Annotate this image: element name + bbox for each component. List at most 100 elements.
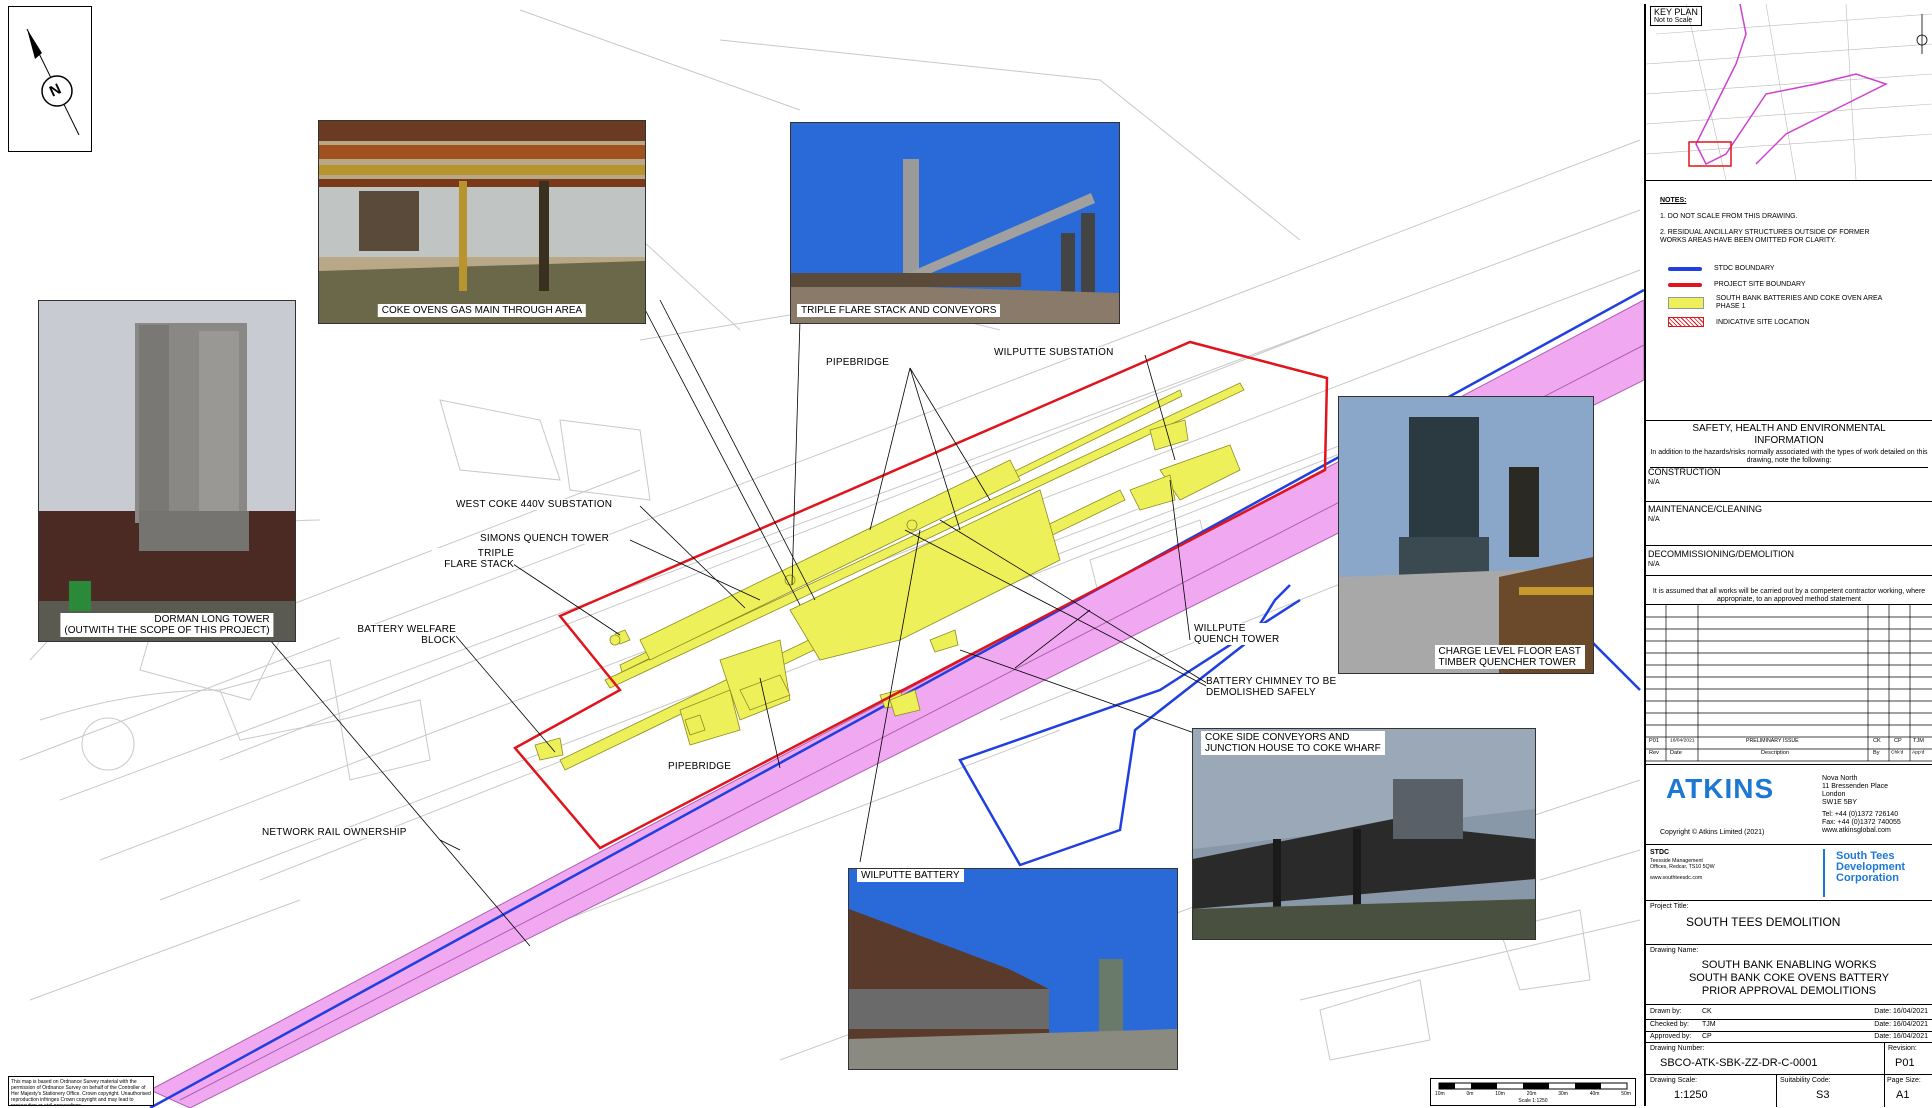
- rev-row-desc: PRELIMINARY ISSUE: [1746, 738, 1799, 744]
- rev-hdr-rev: Rev: [1649, 750, 1659, 756]
- callout-pipebridge-bottom: PIPEBRIDGE: [668, 761, 732, 772]
- photo-charge-caption-line1: CHARGE LEVEL FLOOR EAST: [1438, 646, 1581, 657]
- key-plan-title: KEY PLAN: [1654, 7, 1698, 17]
- drawing-scale-label: Drawing Scale:: [1650, 1077, 1698, 1084]
- drawn-by-value: CK: [1702, 1008, 1712, 1015]
- drawing-number-label: Drawing Number:: [1650, 1045, 1705, 1052]
- drawing-name-line1: SOUTH BANK ENABLING WORKS: [1701, 959, 1877, 971]
- legend-phase1-area: SOUTH BANK BATTERIES AND COKE OVEN AREA …: [1668, 295, 1928, 311]
- callout-battery-welfare-block: BATTERY WELFARE BLOCK: [340, 624, 456, 646]
- callout-welfare-line2: BLOCK: [421, 635, 456, 646]
- she-decommissioning: DECOMMISSIONING/DEMOLITION: [1648, 549, 1795, 559]
- approved-by-value: CP: [1702, 1033, 1712, 1040]
- drawing-name-line3: PRIOR APPROVAL DEMOLITIONS: [1701, 985, 1877, 997]
- approved-by-label: Approved by:: [1650, 1033, 1692, 1040]
- drawing-scale-value: 1:1250: [1674, 1089, 1708, 1101]
- revision-grid-lines: [1646, 605, 1932, 762]
- she-section: SAFETY, HEALTH AND ENVIRONMENTAL INFORMA…: [1646, 420, 1932, 589]
- scale-tick-2: 10m: [1495, 1091, 1505, 1097]
- rev-hdr-date: Date: [1670, 750, 1682, 756]
- notes-section: NOTES: 1. DO NOT SCALE FROM THIS DRAWING…: [1646, 180, 1932, 421]
- callout-wilputte-quench-tower: WILLPUTE QUENCH TOWER: [1194, 623, 1280, 645]
- legend-label-phase1: SOUTH BANK BATTERIES AND COKE OVEN AREA …: [1716, 295, 1882, 310]
- north-arrow-icon: [26, 28, 80, 136]
- rev-hdr-desc: Description: [1761, 750, 1790, 756]
- legend-stdc-boundary: STDC BOUNDARY: [1668, 265, 1775, 272]
- scale-tick-0: 10m: [1435, 1091, 1445, 1097]
- legend-swatch-red: [1668, 282, 1702, 287]
- checked-by-label: Checked by:: [1650, 1021, 1689, 1028]
- atkins-address-4: SW1E 5BY: [1822, 799, 1858, 806]
- drawn-by-label: Drawn by:: [1650, 1008, 1682, 1015]
- key-plan-map: [1645, 3, 1932, 181]
- os-disclaimer: This map is based on Ordnance Survey mat…: [8, 1076, 154, 1106]
- drawing-number-block: Drawing Number: SBCO-ATK-SBK-ZZ-DR-C-000…: [1646, 1042, 1932, 1075]
- atkins-address-3: London: [1822, 791, 1846, 798]
- page-size-value: A1: [1896, 1089, 1910, 1101]
- suitability-value: S3: [1816, 1089, 1830, 1101]
- callout-pipebridge-top: PIPEBRIDGE: [826, 357, 890, 368]
- she-construction-value: N/A: [1648, 479, 1660, 486]
- notes-title: NOTES:: [1660, 197, 1687, 204]
- she-decommissioning-value: N/A: [1648, 561, 1660, 568]
- approved-by-row: Approved by: CP Date: 16/04/2021: [1646, 1031, 1932, 1040]
- client-web: www.southteesdc.com: [1650, 875, 1703, 881]
- client-address: Teesside Management Offices, Redcar, TS1…: [1650, 858, 1715, 870]
- photo-gas-main-caption: COKE OVENS GAS MAIN THROUGH AREA: [377, 304, 587, 317]
- rev-hdr-by: By: [1873, 750, 1880, 756]
- footer-block: Drawing Scale: 1:1250 Suitability Code: …: [1646, 1074, 1932, 1107]
- drawn-date: Date: 16/04/2021: [1874, 1008, 1928, 1015]
- she-title-line2: INFORMATION: [1754, 435, 1824, 446]
- drawing-number-value: SBCO-ATK-SBK-ZZ-DR-C-0001: [1660, 1057, 1818, 1069]
- rev-hdr-chkd: Chk'd: [1891, 750, 1904, 755]
- callout-leaders: [269, 299, 1216, 947]
- rev-row-appd: TJM: [1913, 738, 1924, 744]
- atkins-address-2: 11 Bressenden Place: [1822, 783, 1889, 790]
- callout-wilputte-substation: WILPUTTE SUBSTATION: [994, 347, 1114, 358]
- project-site-boundary: [513, 340, 1329, 850]
- legend-swatch-hatch: [1668, 317, 1704, 327]
- project-title-block: Project Title: SOUTH TEES DEMOLITION: [1646, 900, 1932, 945]
- signoff-block: Drawn by: CK Date: 16/04/2021 Checked by…: [1646, 1004, 1932, 1043]
- project-title-value: SOUTH TEES DEMOLITION: [1686, 915, 1841, 929]
- callout-chimney-line2: DEMOLISHED SAFELY: [1206, 687, 1316, 698]
- atkins-address-1: Nova North: [1822, 775, 1858, 782]
- callout-quench-line1: WILLPUTE: [1194, 623, 1246, 634]
- scale-bar: 10m 0m 10m 20m 30m 40m 50m Scale 1:1250: [1430, 1078, 1636, 1106]
- client-name: STDC: [1650, 849, 1670, 856]
- callout-triple-line2: FLARE STACK: [444, 559, 514, 570]
- north-arrow-panel: N: [8, 6, 92, 152]
- photo-coke-side-caption-line1: COKE SIDE CONVEYORS AND: [1205, 732, 1350, 743]
- project-title-label: Project Title:: [1650, 903, 1689, 910]
- demolition-area-phase1: [534, 382, 1245, 771]
- callout-quench-line2: QUENCH TOWER: [1194, 634, 1280, 645]
- stdc-logo-icon: [1823, 849, 1825, 897]
- photo-wilputte-battery: WILPUTTE BATTERY: [848, 868, 1178, 1070]
- key-plan-subtitle: Not to Scale: [1654, 17, 1693, 24]
- photo-wilputte-battery-caption: WILPUTTE BATTERY: [857, 869, 964, 882]
- callout-triple-flare-stack: TRIPLE FLARE STACK: [432, 548, 514, 570]
- callout-network-rail-ownership: NETWORK RAIL OWNERSHIP: [262, 827, 407, 838]
- photo-coke-side-conveyors: COKE SIDE CONVEYORS AND JUNCTION HOUSE T…: [1192, 728, 1536, 940]
- scale-tick-6: 50m: [1621, 1091, 1631, 1097]
- rev-row-by: CK: [1873, 738, 1881, 744]
- callout-chimney-line1: BATTERY CHIMNEY TO BE: [1206, 676, 1337, 687]
- legend-label-stdc: STDC BOUNDARY: [1714, 265, 1775, 272]
- checked-by-value: TJM: [1702, 1021, 1716, 1028]
- photo-coke-ovens-gas-main: COKE OVENS GAS MAIN THROUGH AREA: [318, 120, 646, 324]
- drawing-name-line2: SOUTH BANK COKE OVENS BATTERY: [1688, 972, 1890, 984]
- scale-tick-5: 40m: [1589, 1091, 1600, 1097]
- photo-charge-level-floor: CHARGE LEVEL FLOOR EAST TIMBER QUENCHER …: [1338, 396, 1594, 674]
- rev-row-chkd: CP: [1894, 738, 1902, 744]
- scale-caption: Scale 1:1250: [1518, 1098, 1548, 1104]
- atkins-block: ATKINS Nova North 11 Bressenden Place Lo…: [1646, 764, 1932, 845]
- atkins-fax: Fax: +44 (0)1372 740055: [1822, 819, 1901, 826]
- callout-battery-chimney: BATTERY CHIMNEY TO BE DEMOLISHED SAFELY: [1206, 676, 1337, 698]
- revision-value: P01: [1895, 1057, 1915, 1069]
- stdc-logo-line3: Corporation: [1836, 872, 1899, 884]
- photo-flare-caption: TRIPLE FLARE STACK AND CONVEYORS: [797, 304, 1001, 317]
- rev-hdr-appd: App'd: [1912, 750, 1925, 755]
- rev-row-date: 16/04/2021: [1670, 738, 1695, 743]
- title-block: KEY PLAN Not to Scale NOTES: 1. DO NOT S…: [1644, 3, 1932, 1107]
- stdc-boundary-spur: [958, 584, 1301, 867]
